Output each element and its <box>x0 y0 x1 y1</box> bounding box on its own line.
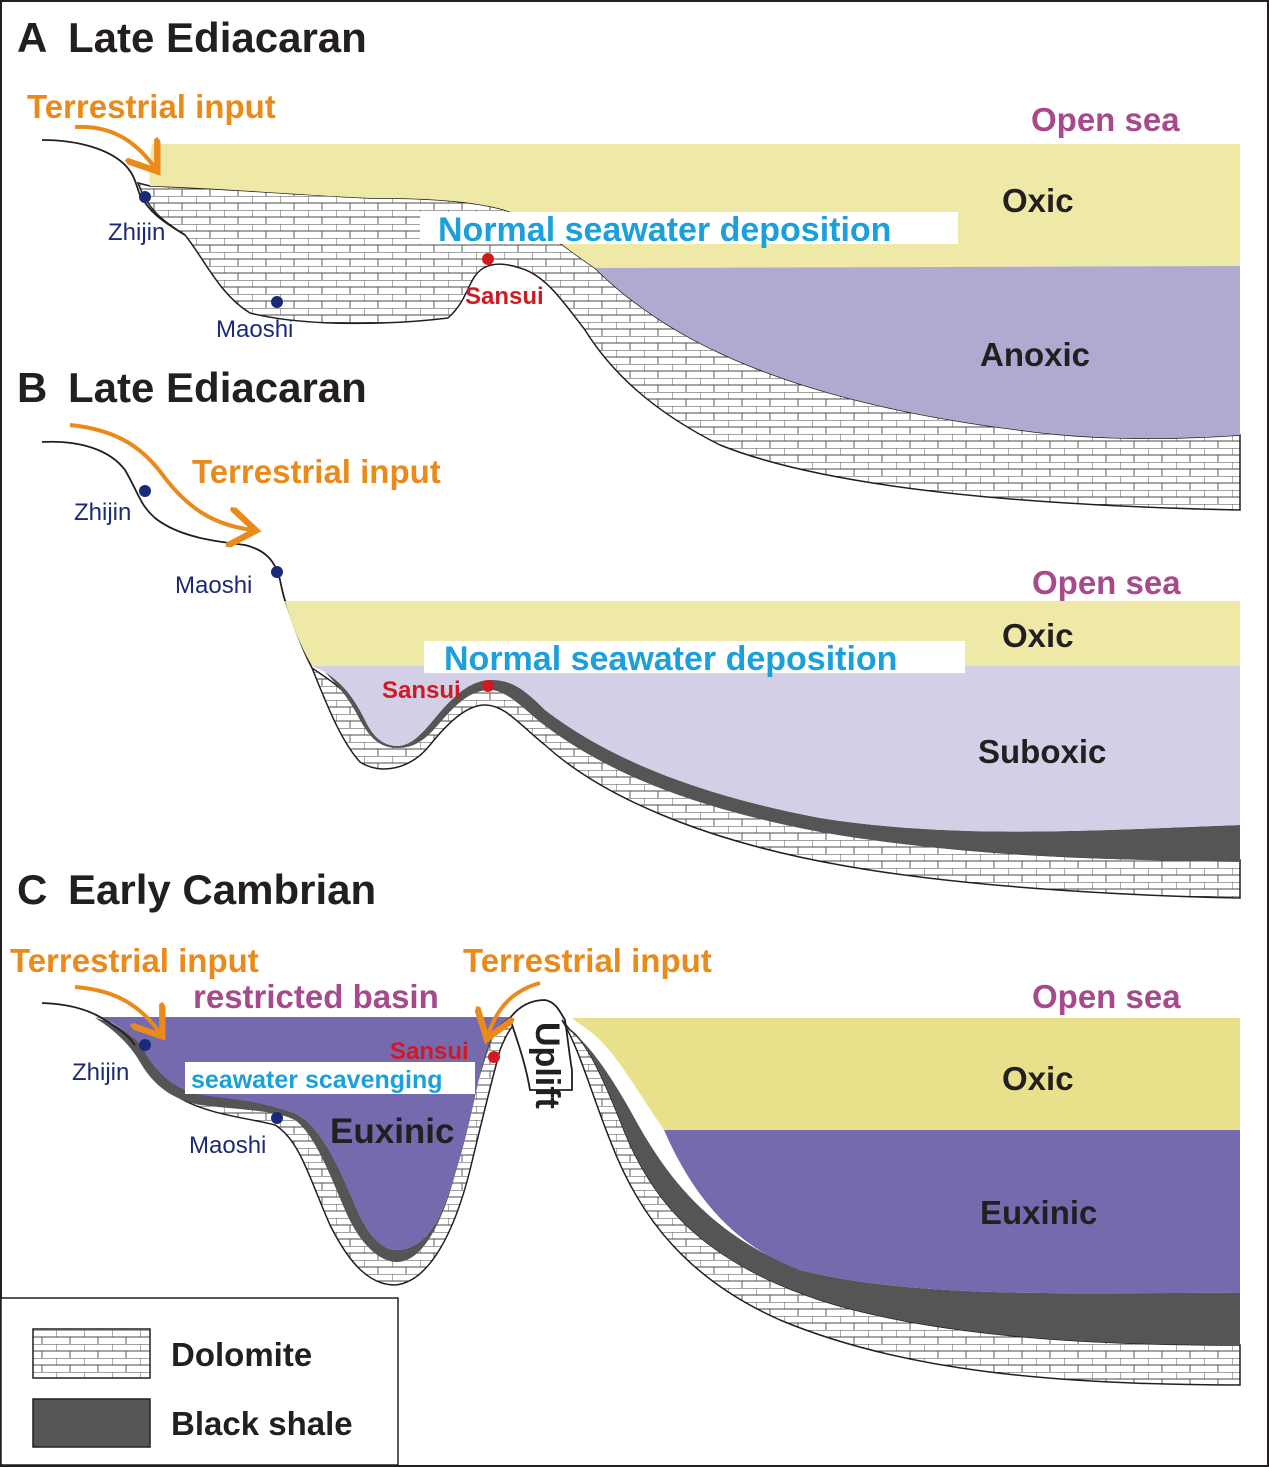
panel-c-uplift-label: Uplift <box>528 1022 566 1109</box>
panel-b-suboxic-label: Suboxic <box>978 733 1106 770</box>
panel-a-anoxic-label: Anoxic <box>980 336 1090 373</box>
panel-a-deposition-label: Normal seawater deposition <box>438 211 891 249</box>
panel-a-open-sea-label: Open sea <box>1031 101 1180 138</box>
panel-a-zhijin-dot <box>139 191 151 203</box>
panel-b-zhijin-dot <box>139 485 151 497</box>
panel-c-scavenging-bg <box>185 1062 475 1094</box>
panel-b-title: Late Ediacaran <box>68 364 367 411</box>
panel-c-restricted-label: restricted basin <box>193 978 439 1015</box>
panel-a-letter: A <box>17 14 47 61</box>
panel-b-open-sea-label: Open sea <box>1032 564 1181 601</box>
legend-dolomite-label: Dolomite <box>171 1336 312 1373</box>
panel-b-terrestrial-arrow <box>69 423 252 530</box>
panel-c-open-sea-label: Open sea <box>1032 978 1181 1015</box>
panel-c-sea-black-shale <box>570 1030 1240 1345</box>
panel-b-oxic-label: Oxic <box>1002 617 1074 654</box>
panel-c-euxinic-label: Euxinic <box>980 1194 1097 1231</box>
panel-b-suboxic-water <box>312 666 1240 832</box>
legend: Dolomite Black shale <box>0 1297 399 1466</box>
panel-c-sansui-label: Sansui <box>390 1038 469 1065</box>
panel-b-land-line <box>41 440 286 602</box>
panel-c-oxic-water <box>572 1018 1240 1130</box>
panel-c-maoshi-dot <box>271 1112 283 1124</box>
panel-c-sansui-dot <box>488 1051 500 1063</box>
panel-c-title: Early Cambrian <box>68 866 376 913</box>
panel-a-maoshi-dot <box>271 296 283 308</box>
legend-dolomite-swatch <box>32 1328 151 1379</box>
panel-b-letter: B <box>17 364 47 411</box>
panel-c-zhijin-dot <box>139 1039 151 1051</box>
legend-black-shale-swatch <box>32 1398 151 1448</box>
panel-b-deposition-bg <box>424 641 965 673</box>
panel-c-terrestrial-left-label: Terrestrial input <box>10 942 259 979</box>
panel-a-oxic-water <box>149 144 1240 268</box>
panel-a-terrestrial-label: Terrestrial input <box>27 88 276 125</box>
panel-b: B Late Ediacaran Terrestrial input Open … <box>17 364 1241 899</box>
panel-c-terrestrial-arrow-right <box>488 981 541 1035</box>
panel-b-deposition-label: Normal seawater deposition <box>444 640 897 678</box>
panel-a-anoxic-water <box>595 266 1240 439</box>
panel-a-title: Late Ediacaran <box>68 14 367 61</box>
panel-c: C Early Cambrian Terrestrial input Terre… <box>10 866 1241 1386</box>
panel-b-maoshi-label: Maoshi <box>175 572 252 599</box>
panel-b-terrestrial-label: Terrestrial input <box>192 453 441 490</box>
legend-black-shale-label: Black shale <box>171 1405 353 1442</box>
panel-b-sansui-label: Sansui <box>382 677 461 704</box>
panel-a-oxic-label: Oxic <box>1002 182 1074 219</box>
panel-a-terrestrial-arrow <box>74 124 155 168</box>
panel-b-maoshi-dot <box>271 566 283 578</box>
panel-c-basin-black-shale <box>95 1018 520 1262</box>
panel-a-maoshi-label: Maoshi <box>216 316 293 343</box>
panel-a-sansui-label: Sansui <box>465 283 544 310</box>
panel-c-terrestrial-arrow-left <box>74 985 160 1033</box>
panel-b-black-shale <box>325 672 1240 862</box>
panel-a-zhijin-label: Zhijin <box>108 219 165 246</box>
panel-a-deposition-bg <box>420 212 958 244</box>
panel-c-terrestrial-right-label: Terrestrial input <box>463 942 712 979</box>
panel-c-land-line <box>41 1002 136 1046</box>
panel-c-letter: C <box>17 866 47 913</box>
panel-c-zhijin-label: Zhijin <box>72 1059 129 1086</box>
panel-b-zhijin-label: Zhijin <box>74 499 131 526</box>
panel-c-euxinic-water <box>664 1130 1240 1294</box>
panel-b-sansui-dot <box>482 680 494 692</box>
panel-c-maoshi-label: Maoshi <box>189 1132 266 1159</box>
panel-c-scavenging-label: seawater scavenging <box>191 1066 443 1094</box>
panel-a-land-line <box>41 139 186 236</box>
panel-a: A Late Ediacaran Terrestrial input Open … <box>17 14 1241 511</box>
panel-a-sansui-dot <box>482 253 494 265</box>
panel-c-oxic-label: Oxic <box>1002 1060 1074 1097</box>
panel-c-basin-euxinic-label: Euxinic <box>330 1112 454 1151</box>
